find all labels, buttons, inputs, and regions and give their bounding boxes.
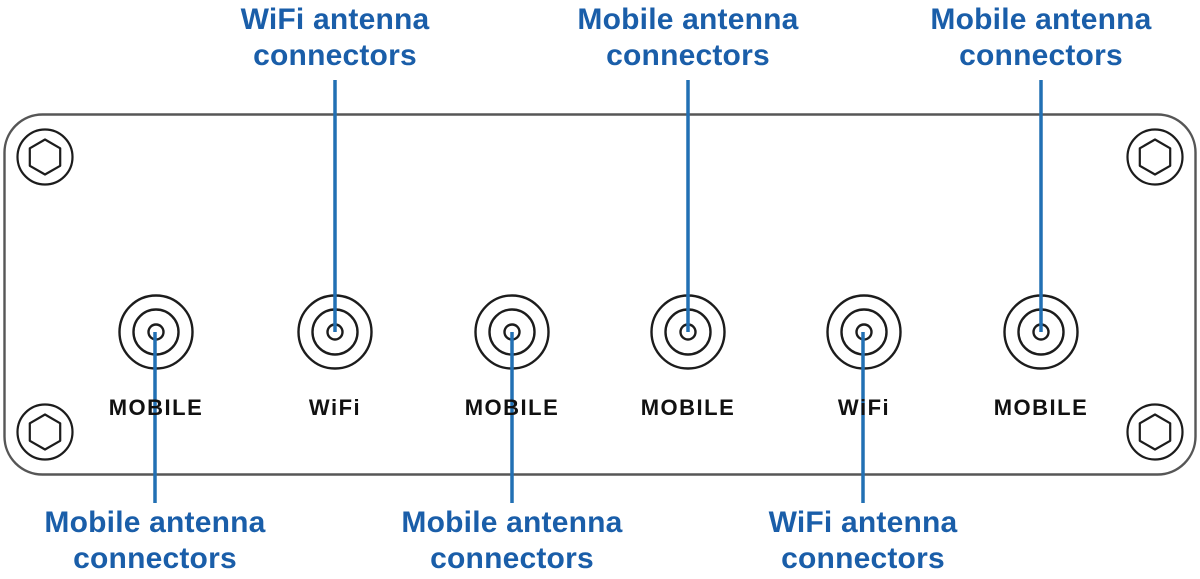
hex-screw-top-left-icon (16, 128, 74, 186)
callout-label-line: WiFi antenna (768, 506, 958, 539)
callout-label-line: connectors (253, 39, 417, 72)
port-label-wifi-2: WiFi (837, 395, 891, 420)
port-label-wifi-1: WiFi (308, 395, 362, 420)
callout-label-line: connectors (959, 39, 1123, 72)
callout-label-line: connectors (73, 542, 237, 575)
callout-label-line: connectors (781, 542, 945, 575)
port-label-mobile-2: MOBILE (464, 395, 560, 420)
port-label-mobile-4: MOBILE (993, 395, 1089, 420)
port-label-mobile-3: MOBILE (640, 395, 736, 420)
faceplate-outline (3, 113, 1197, 476)
callout-label-line: Mobile antenna (401, 506, 623, 539)
callout-label-line: connectors (430, 542, 594, 575)
callout-label-line: WiFi antenna (240, 3, 430, 36)
port-label-mobile-1: MOBILE (108, 395, 204, 420)
hex-screw-top-right-icon (1126, 128, 1184, 186)
callout-label-line: Mobile antenna (44, 506, 266, 539)
callout-label-line: Mobile antenna (577, 3, 799, 36)
hex-screw-bottom-left-icon (16, 403, 74, 461)
hex-screw-bottom-right-icon (1126, 403, 1184, 461)
callout-label-line: Mobile antenna (930, 3, 1152, 36)
callout-label-line: connectors (606, 39, 770, 72)
